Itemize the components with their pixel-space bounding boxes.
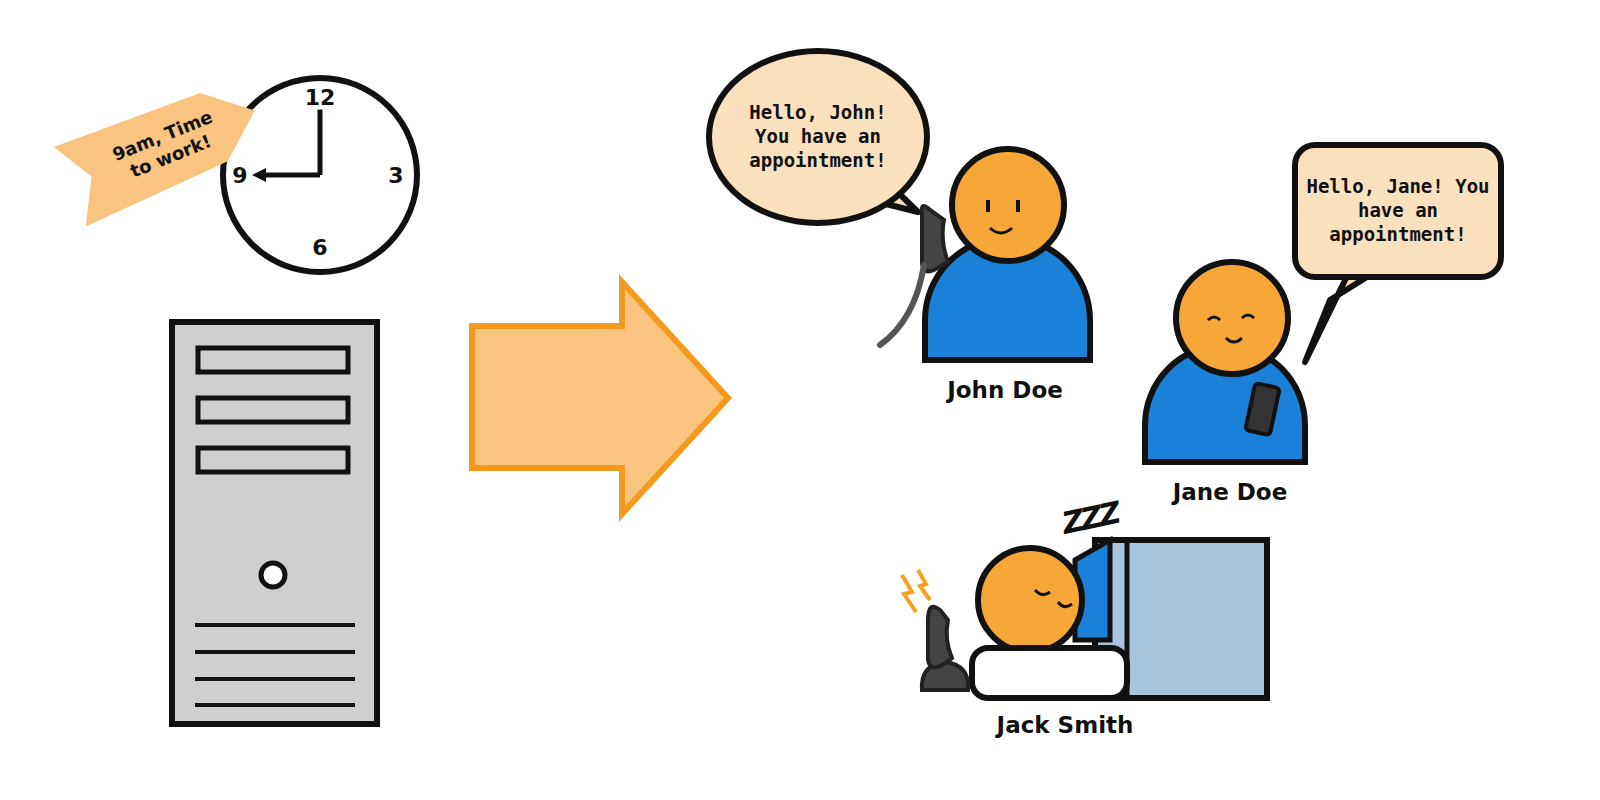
text-holder: Hello, John! You have an appointment!	[738, 101, 898, 172]
clock	[223, 78, 417, 272]
person-name: Jack Smith	[997, 712, 1134, 738]
roundrect-shape	[1295, 145, 1501, 277]
bubble-tail	[1305, 270, 1375, 362]
bubble-text: Hello, Jane! You have an appointment!	[1306, 175, 1490, 246]
speech-bubble: Hello, John! You have an appointment!	[706, 48, 930, 226]
sleeping-person	[972, 540, 1267, 698]
ellipse-shape	[709, 51, 927, 223]
sleep-mark: ZZZ	[1059, 495, 1121, 541]
bubble-text: Hello, John! You have an appointment!	[738, 101, 898, 172]
text-holder: Hello, Jane! You have an appointment!	[1306, 175, 1490, 246]
ringing-phone	[902, 570, 968, 690]
person-jane	[1145, 262, 1305, 462]
clock-number: 3	[386, 163, 405, 188]
person-name: John Doe	[947, 377, 1063, 403]
big-arrow	[472, 282, 728, 514]
clock-number: 12	[303, 85, 338, 110]
server-tower	[172, 322, 377, 724]
burst-shape	[54, 72, 271, 226]
clock-number: 6	[310, 235, 329, 260]
speech-bubble: Hello, Jane! You have an appointment!	[1292, 142, 1504, 280]
person-name: Jane Doe	[1173, 479, 1288, 505]
clock-number: 9	[230, 163, 249, 188]
